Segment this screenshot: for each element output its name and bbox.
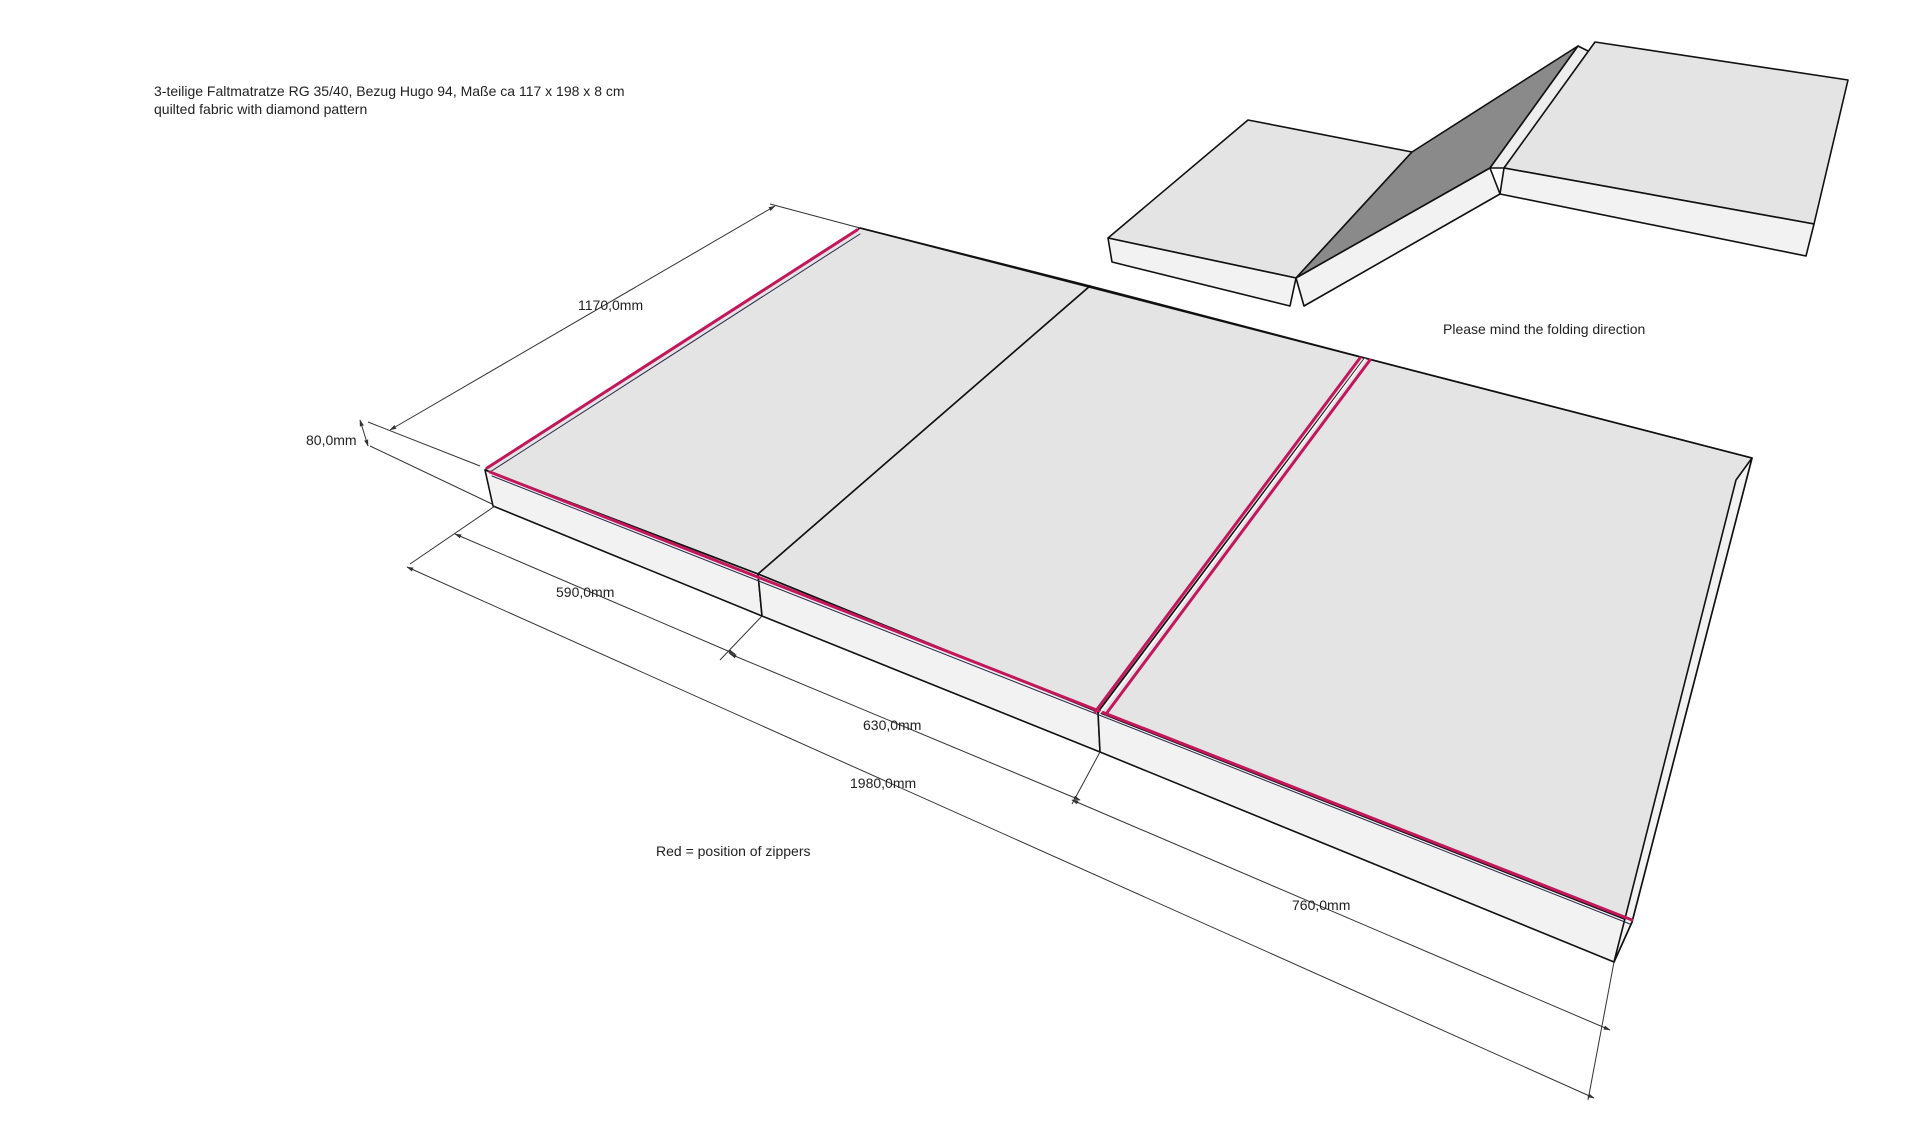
dimension-lines bbox=[359, 203, 1615, 1101]
segment-3-dimension-label: 760,0mm bbox=[1292, 897, 1351, 913]
segment-1-dimension-label: 590,0mm bbox=[556, 584, 615, 600]
diagram-title: 3-teilige Faltmatratze RG 35/40, Bezug H… bbox=[154, 83, 625, 99]
folded-mattress-illustration bbox=[1107, 41, 1849, 307]
total-length-dimension-label: 1980,0mm bbox=[850, 775, 917, 791]
zipper-legend-note: Red = position of zippers bbox=[656, 843, 811, 859]
width-dimension-label: 1170,0mm bbox=[578, 297, 644, 313]
folding-direction-note: Please mind the folding direction bbox=[1443, 321, 1646, 337]
folded-right-panel-side bbox=[1499, 167, 1815, 257]
diagram-subtitle: quilted fabric with diamond pattern bbox=[154, 101, 368, 117]
folded-left-panel-side bbox=[1107, 237, 1297, 307]
height-dimension-label: 80,0mm bbox=[306, 432, 357, 448]
segment-2-dimension-label: 630,0mm bbox=[863, 717, 922, 733]
